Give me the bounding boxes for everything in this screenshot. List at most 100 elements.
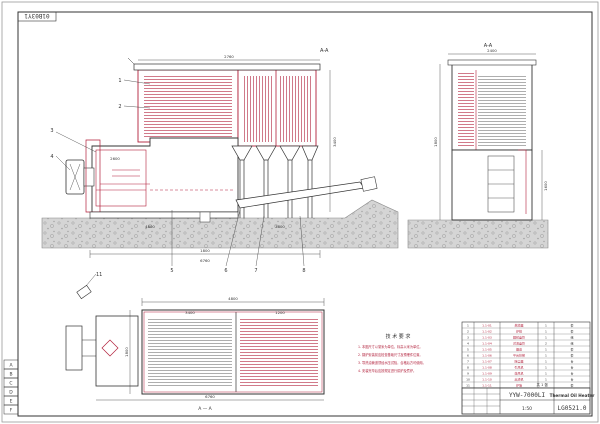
top-flange [133, 63, 321, 71]
parts-row-qty: 1 [545, 336, 547, 340]
plan-convection-coil [240, 318, 318, 386]
parts-row-qty: 1 [545, 330, 547, 334]
parts-row-qty: 1 [545, 360, 547, 364]
parts-row-index: 2 [467, 330, 469, 334]
notes-lines: 1. 本图尺寸以毫米为单位，标高以米为单位。2. 锅炉安装前应检查基础尺寸及预埋… [358, 344, 426, 373]
front-dimension-label: 6760 [200, 258, 210, 263]
parts-row-code: 1.1-09 [482, 372, 492, 376]
margin-grid-cell [3, 404, 19, 415]
notes-heading: 技 术 要 求 [386, 333, 411, 340]
parts-row-name: 引风机 [514, 365, 523, 370]
plan-fan [65, 325, 83, 371]
convection-coil-right [280, 76, 312, 142]
plan-section-mark: A — A [198, 406, 212, 412]
front-dimension-lines [89, 59, 331, 258]
front-callout-label: 7 [254, 268, 257, 274]
parts-row-note: 组 [570, 341, 573, 346]
plan-callout: 11 [96, 272, 102, 278]
parts-row-code: 1.1-05 [482, 348, 492, 352]
parts-row-qty: 2 [545, 342, 547, 346]
notes-line: 3. 导热油管道须经水压试验，合格后方可使用。 [358, 360, 426, 365]
front-callout-label: 5 [170, 268, 173, 274]
parts-row-index: 9 [467, 372, 469, 376]
front-callouts: 1 2 3 4 5 6 7 8 [50, 78, 305, 274]
parts-row-name: 鼓风机 [514, 371, 523, 376]
margin-grid-label: D [9, 390, 13, 396]
furnace-body [91, 137, 239, 213]
parts-row-qty: 1 [545, 348, 547, 352]
plan-tag-box [76, 284, 92, 300]
notes-line: 1. 本图尺寸以毫米为单位，标高以米为单位。 [358, 344, 423, 349]
parts-row-index: 7 [467, 360, 469, 364]
parts-row-name: 除尘器 [514, 359, 523, 364]
side-dimension-label: 1600 [543, 181, 548, 191]
corner-code-text: 01B03Y1 [24, 12, 50, 19]
parts-row-index: 6 [467, 354, 469, 358]
parts-row-code: 1.1-10 [482, 378, 492, 382]
parts-row-note: 套 [570, 347, 573, 352]
plan-furnace-box [95, 315, 139, 387]
front-section-mark: A-A [320, 48, 329, 54]
side-dimension-label: 1800 [433, 137, 438, 147]
front-callout-label: 1 [118, 78, 121, 84]
side-lower-casing [451, 149, 533, 221]
parts-row-index: 5 [467, 348, 469, 352]
dust-collector-hoppers [231, 145, 319, 161]
parts-row-note: 套 [570, 383, 573, 388]
parts-row-note: 组 [570, 335, 573, 340]
corner-code-box: 01B03Y1 [17, 11, 57, 22]
front-callout-leaders [55, 79, 305, 267]
side-section-mark: A-A [484, 43, 493, 49]
plan-dimension-label: 6760 [205, 394, 215, 399]
parts-row-name: 炉排 [516, 329, 522, 334]
parts-row-note: 台 [570, 377, 573, 382]
parts-row-code: 1.1-04 [482, 342, 492, 346]
side-convection-coil [478, 74, 526, 146]
parts-row-note: 套 [570, 323, 573, 328]
plan-dimension-label: 1200 [275, 310, 285, 315]
front-dimension-label: 4800 [145, 224, 155, 229]
parts-row-note: 套 [570, 353, 573, 358]
parts-row-name: 烟道 [516, 347, 522, 352]
notes-line: 4. 安装完毕后应按规定进行烘炉及煮炉。 [358, 368, 416, 373]
parts-row-code: 1.1-03 [482, 336, 492, 340]
plan-radiant-coil [148, 318, 232, 386]
plan-dimension-label: 3400 [185, 310, 195, 315]
front-callout-label: 8 [302, 268, 305, 274]
plan-dimension-label: 4800 [228, 296, 238, 301]
title-block: YYW-7000LI Thermal Oil Heater 1:50 LG052… [461, 382, 596, 415]
front-callout-label: 2 [118, 104, 121, 110]
margin-grid-label: A [9, 363, 13, 369]
front-callout-label: 3 [50, 128, 53, 134]
front-dimension-label: 2760 [224, 54, 234, 59]
parts-row-note: 套 [570, 329, 573, 334]
parts-row-code: 1.1-11 [482, 384, 492, 388]
parts-row-qty: 1 [545, 372, 547, 376]
parts-row-index: 1 [467, 324, 469, 328]
sheet-count: 共 1 张 [537, 382, 549, 387]
drawing-title: Thermal Oil Heater [550, 393, 596, 398]
parts-row-note: 台 [570, 365, 573, 370]
front-callout-label: 6 [224, 268, 227, 274]
parts-row-index: 11 [466, 384, 470, 388]
drawing-scale: 1:50 [522, 406, 532, 412]
front-callout-label: 4 [50, 154, 53, 160]
convection-coil-left [242, 76, 274, 142]
parts-row-qty: 1 [545, 366, 547, 370]
front-dimension-label: 3400 [332, 137, 337, 147]
drawing-number: LG0521.0 [558, 405, 587, 412]
front-dimension-label: 2600 [110, 156, 120, 161]
margin-grid-label: E [10, 399, 13, 405]
parts-row-code: 1.1-08 [482, 366, 492, 370]
technical-notes: 技 术 要 求 1. 本图尺寸以毫米为单位，标高以米为单位。2. 锅炉安装前应检… [358, 333, 426, 373]
parts-row-qty: 1 [545, 384, 547, 388]
parts-row-name: 对流盘管 [513, 341, 525, 346]
parts-row-qty: 1 [545, 354, 547, 358]
